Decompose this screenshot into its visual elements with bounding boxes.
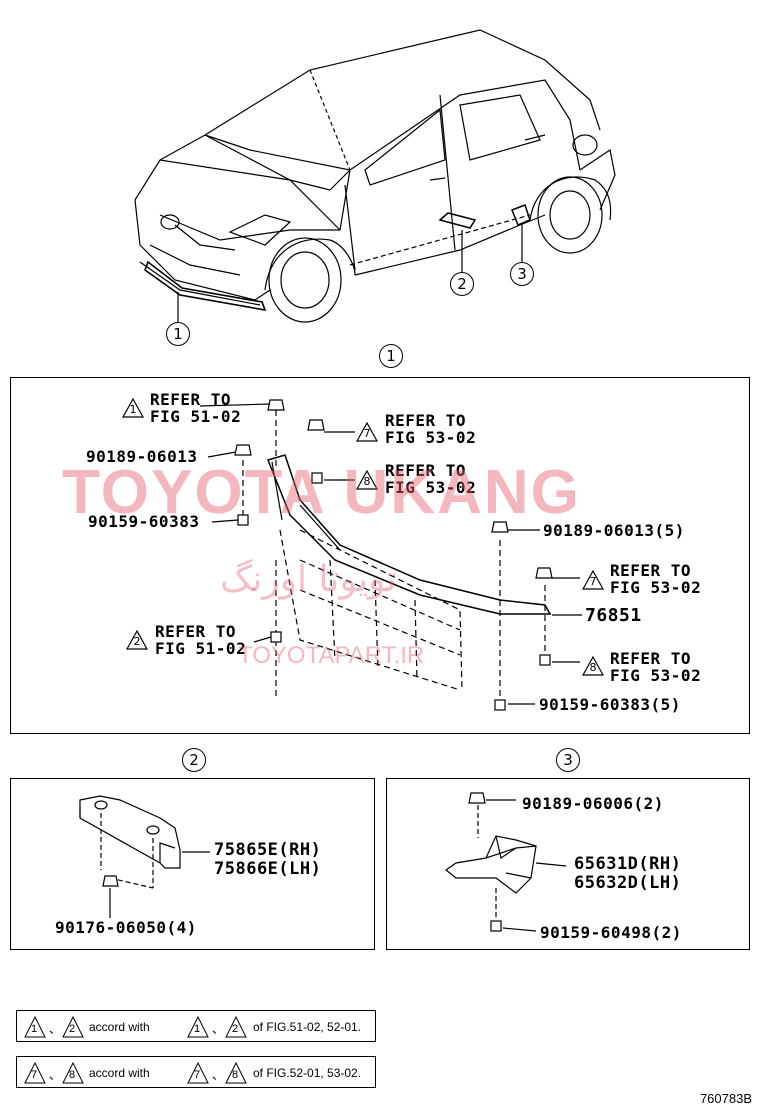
note2-accord: accord with xyxy=(89,1066,150,1080)
part-90189-06013[interactable]: 90189-06013 xyxy=(86,447,198,466)
refer-1-line1: REFER TO xyxy=(150,390,232,409)
note1-tri-c: 1 xyxy=(194,1023,201,1035)
part-65632D[interactable]: 65632D(LH) xyxy=(574,873,682,893)
note1-sep: 、 xyxy=(49,1022,62,1036)
section-2-frame xyxy=(10,778,375,950)
refer-2-line2: FIG 51-02 xyxy=(155,639,247,658)
watermark-toyotapart: TOYOTAPART.IR xyxy=(238,642,425,669)
side-guard-diagram xyxy=(79,795,210,918)
figure-code: 760783B xyxy=(699,1091,752,1106)
refer-7-line2: FIG 53-02 xyxy=(385,428,477,447)
refer-7b-line2: FIG 53-02 xyxy=(610,578,702,597)
section-3-frame xyxy=(386,778,750,950)
part-90159-60498[interactable]: 90159-60498(2) xyxy=(540,923,682,942)
note2-sep: 、 xyxy=(49,1068,62,1082)
part-90189-06013-qty5[interactable]: 90189-06013(5) xyxy=(543,521,685,540)
refer-7-line1: REFER TO xyxy=(385,411,467,430)
note1-sep2: 、 xyxy=(212,1022,225,1036)
note1-tail: of FIG.51-02, 52-01. xyxy=(253,1020,362,1034)
note2-sep2: 、 xyxy=(212,1068,225,1082)
note1-tri-d: 2 xyxy=(232,1023,239,1035)
front-spoiler-diagram xyxy=(199,399,582,711)
note2-tail: of FIG.52-01, 53-02. xyxy=(253,1066,362,1080)
section-1-frame xyxy=(10,377,750,734)
refer-8b-line2: FIG 53-02 xyxy=(610,666,702,685)
note-fig52: 7 、 8 accord with 7 、 8 of FIG.52-01, 53… xyxy=(16,1056,376,1088)
callout-1-overview[interactable]: 1 xyxy=(166,322,190,346)
refer-triangle-1[interactable]: 1 xyxy=(122,398,144,418)
note1-tri-b: 2 xyxy=(69,1023,76,1035)
part-90189-06006[interactable]: 90189-06006(2) xyxy=(522,794,664,813)
mudguard-diagram xyxy=(444,792,567,932)
part-75865E[interactable]: 75865E(RH) xyxy=(214,840,322,860)
part-75866E[interactable]: 75866E(LH) xyxy=(214,859,322,879)
watermark-toyota-ukang: TOYOTA UKANG xyxy=(62,458,581,527)
watermark-persian: تویوتا اورنگ xyxy=(220,559,397,600)
note-fig52-triangles xyxy=(24,1061,247,1084)
note2-tri-b: 8 xyxy=(69,1069,76,1081)
note2-tri-c: 7 xyxy=(194,1069,201,1081)
callout-3-overview[interactable]: 3 xyxy=(510,262,534,286)
part-90159-60383-qty5[interactable]: 90159-60383(5) xyxy=(539,695,681,714)
refer-1-line2: FIG 51-02 xyxy=(150,407,242,426)
refer-8-line1: REFER TO xyxy=(385,461,467,480)
refer-8-line2: FIG 53-02 xyxy=(385,478,477,497)
refer-triangle-2[interactable]: 2 xyxy=(126,630,148,650)
refer-triangle-7b[interactable]: 7 xyxy=(582,570,604,590)
refer-8b-line1: REFER TO xyxy=(610,649,692,668)
note-fig51-triangles xyxy=(24,1015,247,1038)
part-65631D[interactable]: 65631D(RH) xyxy=(574,854,682,874)
note2-tri-d: 8 xyxy=(232,1069,239,1081)
refer-triangle-8[interactable]: 8 xyxy=(356,470,378,490)
part-76851[interactable]: 76851 xyxy=(585,605,642,626)
note-fig51: 1 、 2 accord with 1 、 2 of FIG.51-02, 52… xyxy=(16,1010,376,1042)
callout-2-section: 2 xyxy=(182,748,206,772)
car-overview-illustration xyxy=(134,29,616,323)
refer-7b-line1: REFER TO xyxy=(610,561,692,580)
refer-triangle-7[interactable]: 7 xyxy=(356,422,378,442)
callout-2-overview[interactable]: 2 xyxy=(450,272,474,296)
note1-accord: accord with xyxy=(89,1020,150,1034)
refer-2-line1: REFER TO xyxy=(155,622,237,641)
note2-tri-a: 7 xyxy=(31,1069,38,1081)
callout-1-section: 1 xyxy=(379,344,403,368)
callout-3-section: 3 xyxy=(556,748,580,772)
refer-triangle-8b[interactable]: 8 xyxy=(582,656,604,676)
part-90159-60383[interactable]: 90159-60383 xyxy=(88,512,200,531)
part-90176-06050[interactable]: 90176-06050(4) xyxy=(55,918,197,937)
note1-tri-a: 1 xyxy=(31,1023,38,1035)
